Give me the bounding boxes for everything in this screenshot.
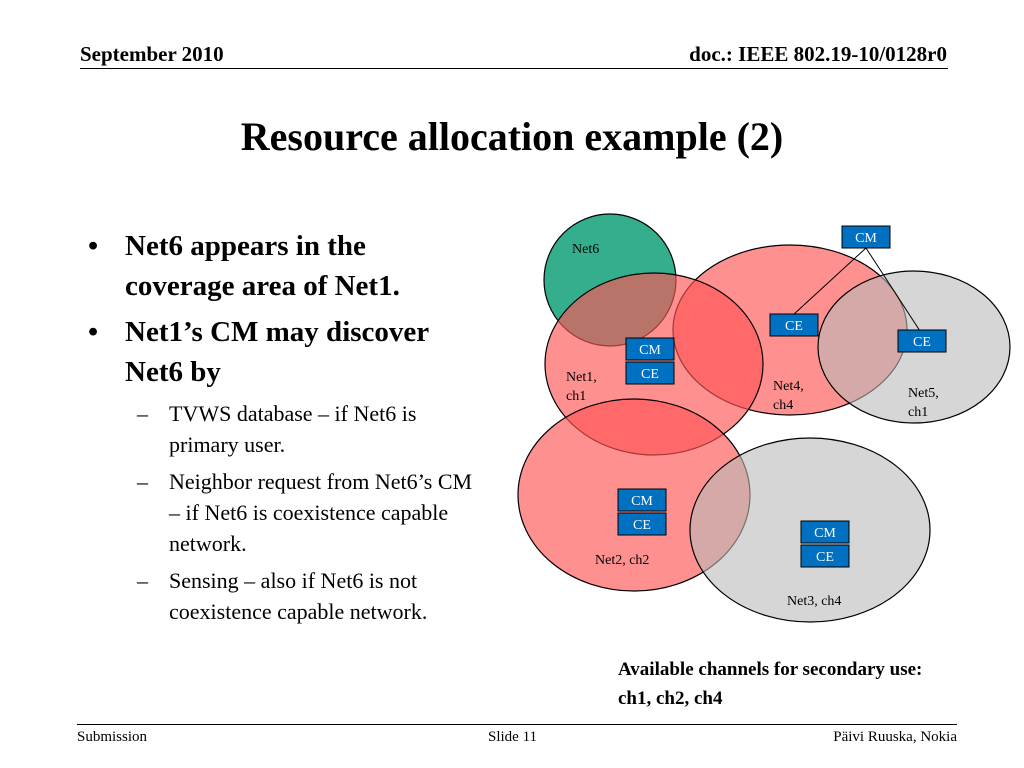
header-date: September 2010 bbox=[80, 42, 224, 66]
sub-bullet-2: – Neighbor request from Net6’s CM – if N… bbox=[87, 466, 538, 559]
cm-box-net1-label: CM bbox=[639, 343, 661, 358]
ce-box-net4-label: CE bbox=[785, 319, 803, 334]
net4-label-line-1: Net4, bbox=[773, 379, 804, 394]
ce-box-net3-label: CE bbox=[816, 550, 834, 565]
sub-bullet-dash: – bbox=[137, 469, 148, 494]
sub-bullet-2-line-2: – if Net6 is coexistence capable bbox=[169, 500, 449, 525]
sub-bullet-1: – TVWS database – if Net6 is primary use… bbox=[87, 398, 538, 460]
cm-ce-link-left bbox=[792, 247, 867, 316]
footer-submission: Submission bbox=[77, 729, 148, 745]
cm-box-net3 bbox=[800, 520, 850, 544]
sub-bullet-dash: – bbox=[137, 401, 148, 426]
sub-bullet-3-line-1: Sensing – also if Net6 is not bbox=[169, 568, 418, 593]
ce-box-net3 bbox=[800, 544, 850, 568]
sub-bullet-1-line-1: TVWS database – if Net6 is bbox=[169, 401, 417, 426]
cm-box-top-label: CM bbox=[855, 231, 877, 246]
ce-box-net2-label: CE bbox=[633, 518, 651, 533]
slide-title: Resource allocation example (2) bbox=[240, 114, 784, 159]
sub-bullet-dash: – bbox=[137, 568, 148, 593]
ce-box-net1 bbox=[625, 361, 675, 385]
net5-label-line-2: ch1 bbox=[908, 405, 928, 420]
sub-bullet-2-line-1: Neighbor request from Net6’s CM bbox=[169, 469, 473, 494]
bullet-1: • Net6 appears in the coverage area of N… bbox=[88, 226, 538, 306]
net3-label: Net3, ch4 bbox=[787, 594, 841, 609]
bullet-2: • Net1’s CM may discover Net6 by bbox=[88, 312, 538, 392]
bullet-2-line-2: Net6 by bbox=[125, 356, 221, 388]
sub-bullet-3: – Sensing – also if Net6 is not coexiste… bbox=[87, 565, 538, 627]
ce-box-net5 bbox=[897, 329, 947, 353]
ce-box-net5-label: CE bbox=[913, 335, 931, 350]
footer-rule bbox=[77, 724, 957, 725]
available-channels-line-1: Available channels for secondary use: bbox=[618, 659, 923, 680]
cm-ce-link-right bbox=[865, 247, 921, 332]
bullet-dot: • bbox=[88, 316, 99, 348]
net2-label: Net2, ch2 bbox=[595, 553, 649, 568]
cm-box-net3-label: CM bbox=[814, 526, 836, 541]
cm-box-top bbox=[841, 225, 891, 249]
net5-label-line-1: Net5, bbox=[908, 386, 939, 401]
net1-label-line-2: ch1 bbox=[566, 389, 586, 404]
cm-box-net2-label: CM bbox=[631, 494, 653, 509]
net4-label-line-2: ch4 bbox=[773, 398, 793, 413]
footer-slide-number: Slide 11 bbox=[488, 729, 538, 745]
footer-author: Päivi Ruuska, Nokia bbox=[833, 729, 957, 745]
sub-bullet-1-line-2: primary user. bbox=[169, 432, 286, 457]
ce-box-net2 bbox=[617, 512, 667, 536]
bullet-list: • Net6 appears in the coverage area of N… bbox=[88, 226, 538, 633]
net1-label-line-1: Net1, bbox=[566, 370, 597, 385]
ce-box-net4 bbox=[769, 313, 819, 337]
ce-box-net1-label: CE bbox=[641, 367, 659, 382]
bullet-dot: • bbox=[88, 230, 99, 262]
sub-bullet-2-line-3: network. bbox=[169, 531, 247, 556]
available-channels-line-2: ch1, ch2, ch4 bbox=[618, 688, 723, 709]
available-channels-note: Available channels for secondary use: ch… bbox=[618, 655, 922, 713]
cm-box-net1 bbox=[625, 337, 675, 361]
net6-label: Net6 bbox=[572, 242, 599, 257]
bullet-2-line-1: Net1’s CM may discover bbox=[125, 316, 430, 348]
header-doc-id: doc.: IEEE 802.19-10/0128r0 bbox=[689, 42, 947, 66]
bullet-1-line-2: coverage area of Net1. bbox=[125, 270, 400, 302]
header-rule bbox=[80, 68, 948, 69]
cm-box-net2 bbox=[617, 488, 667, 512]
bullet-1-line-1: Net6 appears in the bbox=[125, 230, 366, 262]
sub-bullet-3-line-2: coexistence capable network. bbox=[169, 599, 428, 624]
